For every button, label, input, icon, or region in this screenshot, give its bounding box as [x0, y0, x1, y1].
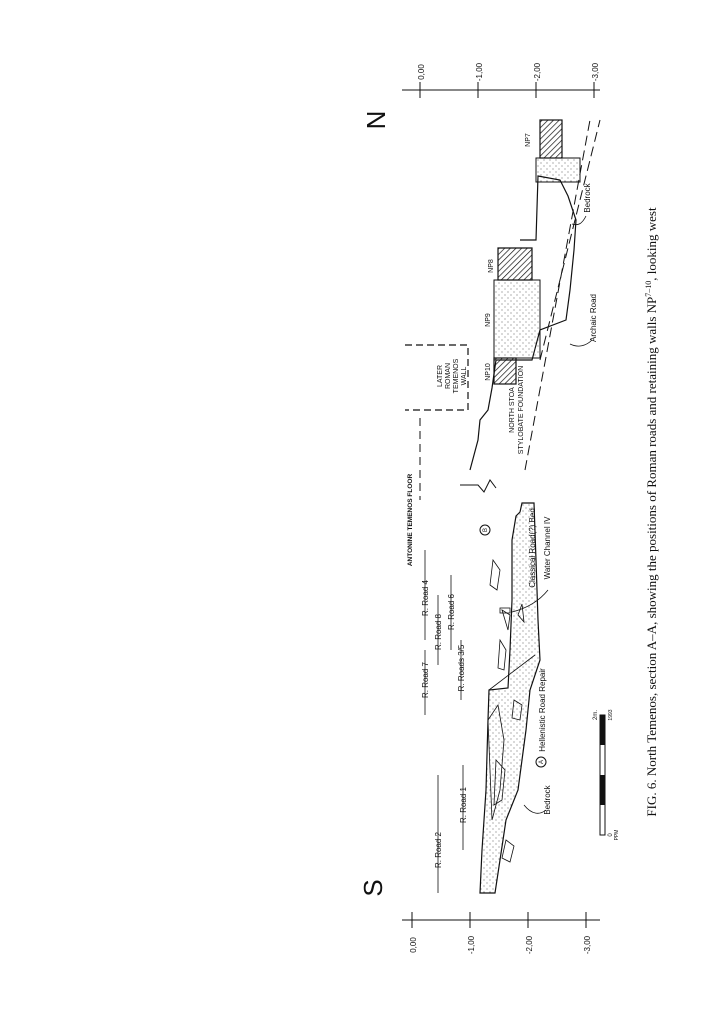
figure-caption: FIG. 6. North Temenos, section A–A, show…: [644, 207, 659, 817]
road-2-label: R. Road 2: [434, 831, 443, 868]
wall-np7: NP7: [525, 119, 581, 183]
wall-np9-label: NP9: [485, 313, 492, 327]
wall-np10-label: NP10: [485, 363, 492, 381]
elev-tick-n0: 0,00: [417, 64, 426, 80]
later-roman-label-3: TEMENOS: [453, 358, 460, 393]
road-35-label: R. Roads 3/5: [457, 644, 466, 691]
bar-scale: 0 2m. PPM 1993: [593, 709, 620, 840]
later-roman-label-2: ROMAN: [445, 363, 452, 389]
bedrock-south-leader: [523, 804, 547, 814]
road-6-label: R. Road 6: [447, 593, 456, 630]
water-leader: [511, 589, 549, 613]
road-deposits: [479, 502, 541, 894]
compass-south: S: [358, 879, 388, 896]
classical-label: Classical Road(?) Bed: [528, 508, 537, 588]
wall-np8-label: NP8: [488, 259, 495, 273]
road-spans: R. Road 2 R. Road 1 R. Road 7 R. Road 4 …: [421, 550, 468, 893]
elevation-scale-south: 0,00 -1,00 -2,00 -3,00: [402, 912, 600, 954]
road-4-label: R. Road 4: [421, 579, 430, 616]
bar-scale-end: 2m.: [593, 710, 599, 720]
bedrock-north-label: Bedrock: [583, 182, 592, 212]
wall-np8: NP8: [488, 247, 533, 281]
stoa-label-2: STYLOBATE FOUNDATION: [518, 366, 525, 454]
wall-np7-label: NP7: [525, 133, 532, 147]
bar-scale-zero: 0: [608, 833, 614, 837]
marker-a-label: A: [539, 760, 545, 764]
bedrock-south-label: Bedrock: [543, 784, 552, 814]
later-roman-label-1: LATER: [437, 365, 444, 387]
elev-tick-n2: -2,00: [533, 62, 542, 81]
road-7-label: R. Road 7: [421, 661, 430, 698]
bedrock-north-leader: [571, 215, 587, 226]
marker-b-label: B: [483, 528, 489, 532]
road-8-label: R. Road 8: [434, 613, 443, 650]
hellenistic-label: Hellenistic Road Repair: [538, 668, 547, 752]
elev-tick-n3: -3,00: [591, 62, 600, 81]
elev-tick-0: 0,00: [409, 937, 418, 953]
bar-scale-credit: PPM: [614, 830, 620, 841]
wall-np10: NP10: [485, 357, 517, 385]
elev-tick-2: -2,00: [525, 935, 534, 954]
elev-tick-3: -3,00: [583, 935, 592, 954]
bar-scale-year: 1993: [608, 709, 614, 720]
later-roman-wall: [405, 344, 469, 411]
stoa-label-1: NORTH STOA: [509, 387, 516, 433]
archaic-road-label: Archaic Road: [589, 294, 598, 342]
archaic-leader: [569, 339, 593, 347]
compass-north: N: [361, 111, 391, 130]
water-channel-label: Water Channel IV: [543, 516, 552, 580]
bedrock-line-north: [539, 119, 601, 361]
wall-np9: NP9: [485, 279, 541, 359]
elev-tick-n1: -1,00: [475, 62, 484, 81]
section-break: [460, 479, 497, 493]
antonine-floor-label: ANTONINE TEMENOS FLOOR: [407, 474, 414, 567]
elevation-scale-north: 0,00 -1,00 -2,00 -3,00: [402, 62, 600, 98]
elev-tick-1: -1,00: [467, 935, 476, 954]
marker-b: [479, 524, 491, 536]
later-roman-label-4: WALL: [461, 366, 468, 385]
road-1-label: R. Road 1: [459, 786, 468, 823]
marker-a: [535, 756, 547, 768]
